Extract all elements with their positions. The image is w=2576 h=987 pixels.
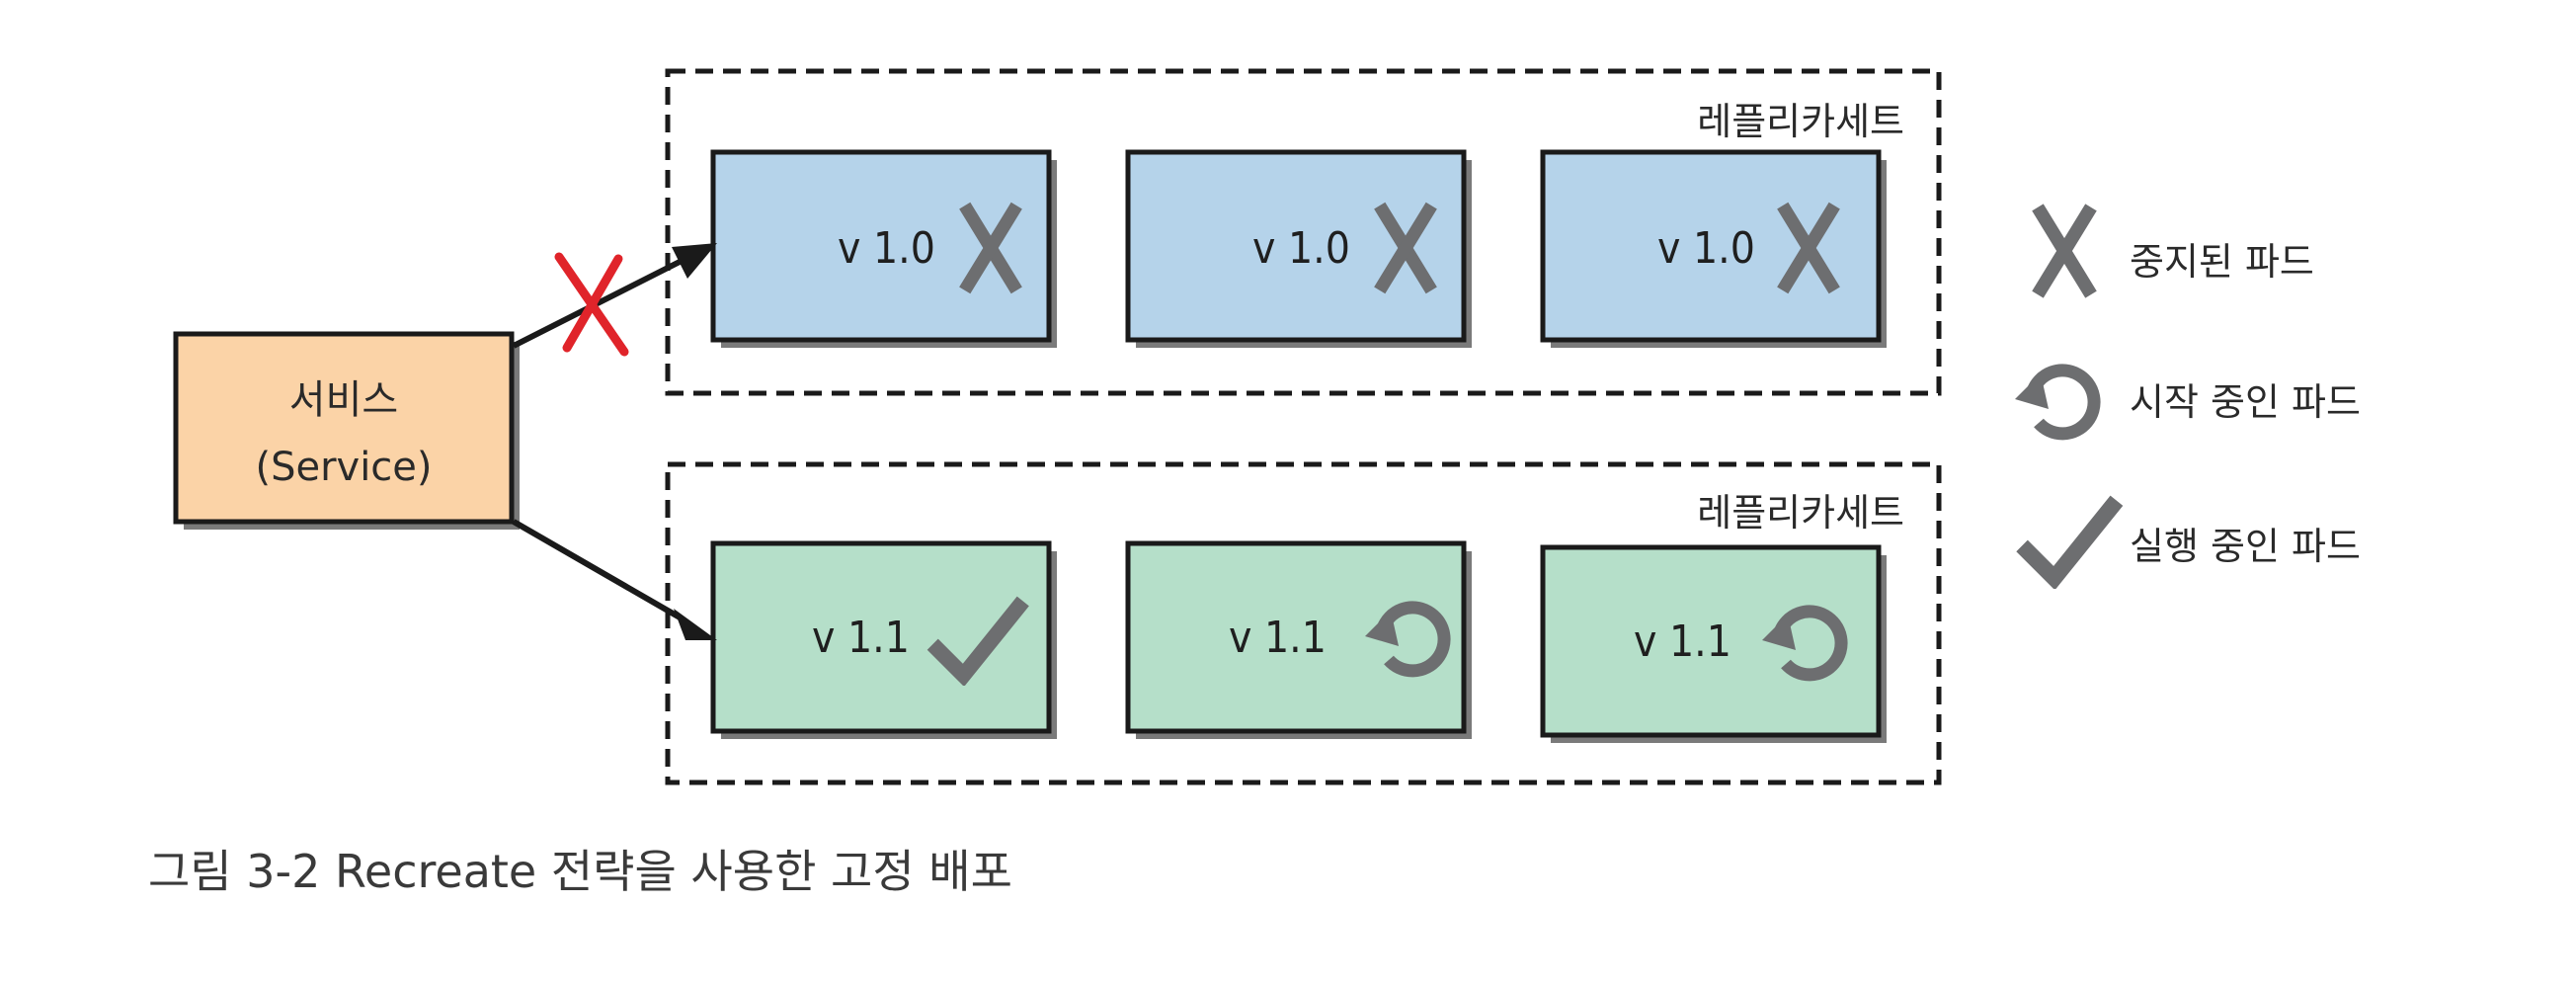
legend-label: 중지된 파드 bbox=[2130, 240, 2314, 284]
legend-item-starting: 시작 중인 파드 bbox=[2015, 370, 2361, 434]
figure-caption: 그림 3-2 Recreate 전략을 사용한 고정 배포 bbox=[148, 845, 1012, 898]
service-node: 서비스 (Service) bbox=[173, 331, 520, 530]
legend: 중지된 파드 시작 중인 파드 실행 중인 파드 bbox=[2015, 207, 2361, 578]
restart-icon bbox=[2015, 370, 2094, 434]
pod-version-label: v 1.0 bbox=[838, 223, 935, 274]
pod-old-2: v 1.0 bbox=[1125, 149, 1472, 348]
legend-label: 실행 중인 파드 bbox=[2130, 525, 2361, 568]
pod-new-3: v 1.1 bbox=[1540, 544, 1887, 743]
arrow-to-new-replicaset bbox=[512, 519, 717, 640]
check-icon bbox=[2022, 501, 2117, 578]
legend-item-running: 실행 중인 파드 bbox=[2022, 501, 2361, 578]
arrow-to-old-replicaset bbox=[512, 243, 717, 357]
blocked-x-icon bbox=[554, 252, 629, 357]
pod-version-label: v 1.0 bbox=[1657, 223, 1755, 274]
pod-old-1: v 1.0 bbox=[710, 149, 1057, 348]
replicaset-old-frame bbox=[665, 68, 1942, 396]
service-name: 서비스 bbox=[289, 377, 398, 423]
x-icon bbox=[2038, 207, 2091, 294]
replicaset-new: 레플리카세트 v 1.1 v 1.1 v 1.1 bbox=[665, 461, 1942, 785]
pod-version-label: v 1.0 bbox=[1252, 223, 1350, 274]
replicaset-new-frame bbox=[665, 461, 1942, 785]
replicaset-old: 레플리카세트 v 1.0 v 1.0 v 1.0 bbox=[665, 68, 1942, 396]
pod-new-2: v 1.1 bbox=[1125, 540, 1472, 739]
service-subtitle: (Service) bbox=[255, 445, 432, 490]
replicaset-new-label: 레플리카세트 bbox=[1697, 491, 1904, 535]
legend-item-stopped: 중지된 파드 bbox=[2038, 207, 2314, 294]
replicaset-old-label: 레플리카세트 bbox=[1697, 100, 1904, 143]
legend-label: 시작 중인 파드 bbox=[2130, 380, 2361, 424]
pod-version-label: v 1.1 bbox=[812, 613, 910, 663]
pod-new-1: v 1.1 bbox=[710, 540, 1057, 739]
pod-version-label: v 1.1 bbox=[1634, 617, 1731, 667]
pod-old-3: v 1.0 bbox=[1540, 149, 1887, 348]
pod-version-label: v 1.1 bbox=[1229, 613, 1327, 663]
